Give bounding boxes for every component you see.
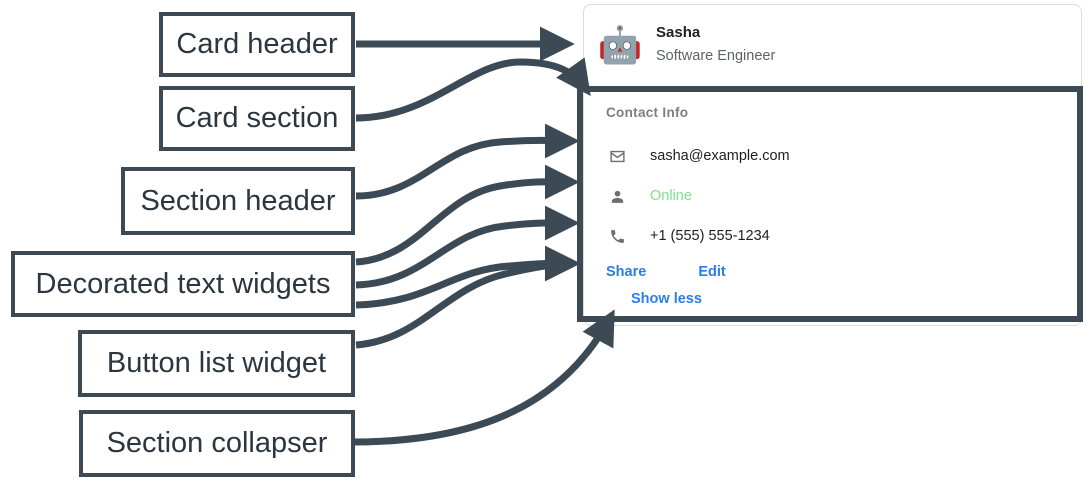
profile-card: 🤖 Sasha Software Engineer Contact Info s… [583, 4, 1082, 326]
button-list-widget: Share Edit [606, 264, 1059, 280]
section-header: Contact Info [606, 105, 689, 120]
card-header-text: Sasha Software Engineer [656, 22, 775, 68]
show-less-button[interactable]: Show less [631, 291, 702, 307]
callout-section-header: Section header [121, 167, 355, 235]
email-icon [606, 148, 628, 165]
arrow-button-list [355, 246, 580, 349]
arrow-section-header [355, 123, 580, 200]
callout-button-list-widget: Button list widget [78, 330, 355, 397]
section-collapser: Show less [606, 290, 1059, 308]
decorated-text-widget-status: Online [606, 176, 1059, 216]
callout-decorated-text-widgets: Decorated text widgets [11, 251, 355, 317]
edit-button[interactable]: Edit [698, 264, 726, 280]
arrow-decorated-text-2 [355, 205, 580, 289]
card-header-title: Sasha [656, 24, 701, 42]
callout-card-header: Card header [159, 12, 355, 77]
decorated-text-widget-email: sasha@example.com [606, 136, 1059, 176]
person-icon [606, 188, 628, 205]
robot-avatar-icon: 🤖 [597, 24, 643, 65]
arrow-card-section [355, 57, 591, 122]
phone-value: +1 (555) 555-1234 [650, 228, 770, 244]
decorated-text-widget-phone: +1 (555) 555-1234 [606, 216, 1059, 256]
arrow-section-collapser [351, 309, 615, 446]
card-section: Contact Info sasha@example.com Online +1… [584, 87, 1081, 318]
arrow-decorated-text-3 [355, 245, 580, 309]
share-button[interactable]: Share [606, 264, 647, 280]
callout-card-section: Card section [159, 86, 355, 151]
phone-icon [606, 228, 628, 245]
card-header-subtitle: Software Engineer [656, 47, 776, 64]
card-header: 🤖 Sasha Software Engineer [584, 5, 1081, 83]
arrow-decorated-text-1 [355, 164, 580, 266]
email-value: sasha@example.com [650, 148, 790, 164]
status-value: Online [650, 188, 692, 204]
callout-section-collapser: Section collapser [79, 410, 355, 477]
